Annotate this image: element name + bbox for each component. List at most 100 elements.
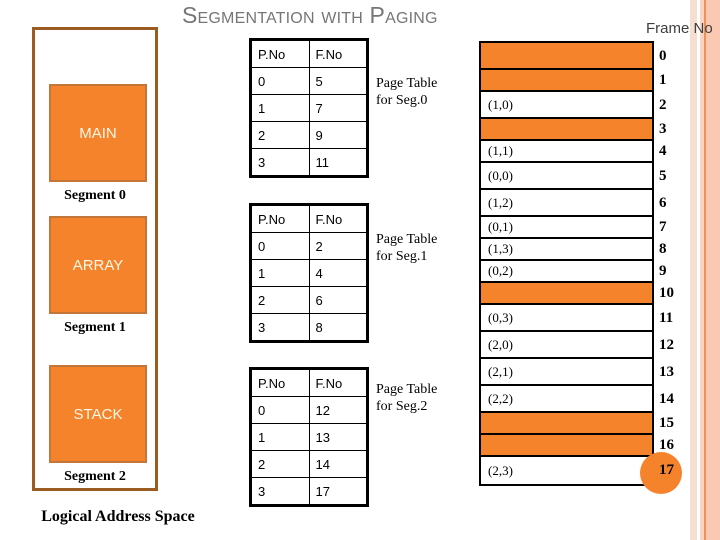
frame-index-label: 14 xyxy=(659,390,674,407)
segment-caption-0: Segment 0 xyxy=(64,188,126,203)
page-number-cell: 0 xyxy=(251,396,310,424)
frame-row-free: (0,0) xyxy=(481,163,652,190)
decor-stripe-3 xyxy=(704,0,706,540)
frame-index-label: 7 xyxy=(659,219,667,235)
frame-index-label: 17 xyxy=(659,461,674,478)
frame-index-label: 16 xyxy=(659,437,674,453)
segment-label-main: MAIN xyxy=(79,124,117,142)
page-number-cell: 1 xyxy=(251,423,310,451)
frame-index-label: 0 xyxy=(659,47,667,64)
frame-row-free: (1,0) xyxy=(481,92,652,119)
frame-number-cell: 4 xyxy=(308,259,367,287)
frame-content-label: (1,1) xyxy=(488,143,513,158)
page-number-cell: 2 xyxy=(251,286,310,314)
frame-index-label: 8 xyxy=(659,241,667,257)
decor-orange-dot xyxy=(640,452,682,494)
page-number-cell: 0 xyxy=(251,232,310,260)
page-table-header-fno: F.No xyxy=(308,40,367,68)
frame-row-used xyxy=(481,435,652,457)
decor-stripe-4 xyxy=(706,0,720,540)
decor-stripe-2 xyxy=(700,0,704,540)
frame-content-label: (0,1) xyxy=(488,219,513,234)
frame-index-label: 13 xyxy=(659,363,674,380)
page-number-cell: 0 xyxy=(251,67,310,95)
physical-memory-frames: (1,0)(1,1)(0,0)(1,2)(0,1)(1,3)(0,2)(0,3)… xyxy=(479,41,654,486)
frame-content-label: (0,3) xyxy=(488,309,513,325)
logical-address-space-caption: Logical Address Space xyxy=(41,508,195,525)
frame-index-label: 10 xyxy=(659,285,674,301)
frame-index-label: 11 xyxy=(659,309,674,326)
frame-index-label: 3 xyxy=(659,121,667,137)
page-table-header-pno: P.No xyxy=(251,205,310,233)
frame-row-free: (0,2) xyxy=(481,261,652,283)
frame-number-cell: 8 xyxy=(308,313,367,341)
page-table-header-fno: F.No xyxy=(308,205,367,233)
frame-row-free: (2,1) xyxy=(481,359,652,386)
frame-content-label: (0,2) xyxy=(488,263,513,278)
page-number-cell: 3 xyxy=(251,313,310,341)
frame-content-label: (2,2) xyxy=(488,390,513,406)
frame-index-label: 9 xyxy=(659,263,667,279)
frame-row-free: (1,2) xyxy=(481,190,652,217)
frame-row-used xyxy=(481,43,652,70)
page-number-cell: 1 xyxy=(251,94,310,122)
page-table-label-seg0: Page Table for Seg.0 xyxy=(376,76,438,108)
frame-row-free: (2,0) xyxy=(481,332,652,359)
frame-number-cell: 5 xyxy=(308,67,367,95)
frame-index-label: 12 xyxy=(659,336,674,353)
frame-content-label: (2,3) xyxy=(488,462,513,478)
frame-number-cell: 9 xyxy=(308,121,367,149)
frame-content-label: (0,0) xyxy=(488,167,513,183)
frame-row-used xyxy=(481,283,652,305)
page-table-header-fno: F.No xyxy=(308,369,367,397)
page-number-cell: 3 xyxy=(251,148,310,176)
page-number-cell: 2 xyxy=(251,450,310,478)
frame-content-label: (2,0) xyxy=(488,336,513,352)
page-number-cell: 2 xyxy=(251,121,310,149)
frame-index-label: 1 xyxy=(659,72,667,88)
slide-title: Segmentation with Paging xyxy=(182,2,438,28)
page-number-cell: 3 xyxy=(251,477,310,505)
frame-number-cell: 14 xyxy=(308,450,367,478)
segment-block-array: ARRAY xyxy=(49,216,147,314)
frame-number-cell: 11 xyxy=(308,148,367,176)
frame-index-label: 4 xyxy=(659,143,667,159)
frame-no-column-label: Frame No xyxy=(646,20,713,37)
frame-row-free: (2,2) xyxy=(481,386,652,413)
frame-number-cell: 13 xyxy=(308,423,367,451)
frame-index-label: 2 xyxy=(659,96,667,113)
segment-caption-2: Segment 2 xyxy=(64,469,126,484)
page-table-header-pno: P.No xyxy=(251,40,310,68)
frame-content-label: (2,1) xyxy=(488,363,513,379)
frame-number-cell: 6 xyxy=(308,286,367,314)
page-number-cell: 1 xyxy=(251,259,310,287)
segment-caption-1: Segment 1 xyxy=(64,320,126,335)
frame-row-used xyxy=(481,413,652,435)
segment-label-stack: STACK xyxy=(73,405,123,423)
frame-row-free: (1,1) xyxy=(481,141,652,163)
decor-stripe-1 xyxy=(690,0,697,540)
page-table-header-pno: P.No xyxy=(251,369,310,397)
frame-row-used xyxy=(481,70,652,92)
segment-block-stack: STACK xyxy=(49,365,147,463)
page-table-label-seg2: Page Table for Seg.2 xyxy=(376,382,438,414)
frame-row-free: (0,3) xyxy=(481,305,652,332)
frame-number-cell: 2 xyxy=(308,232,367,260)
